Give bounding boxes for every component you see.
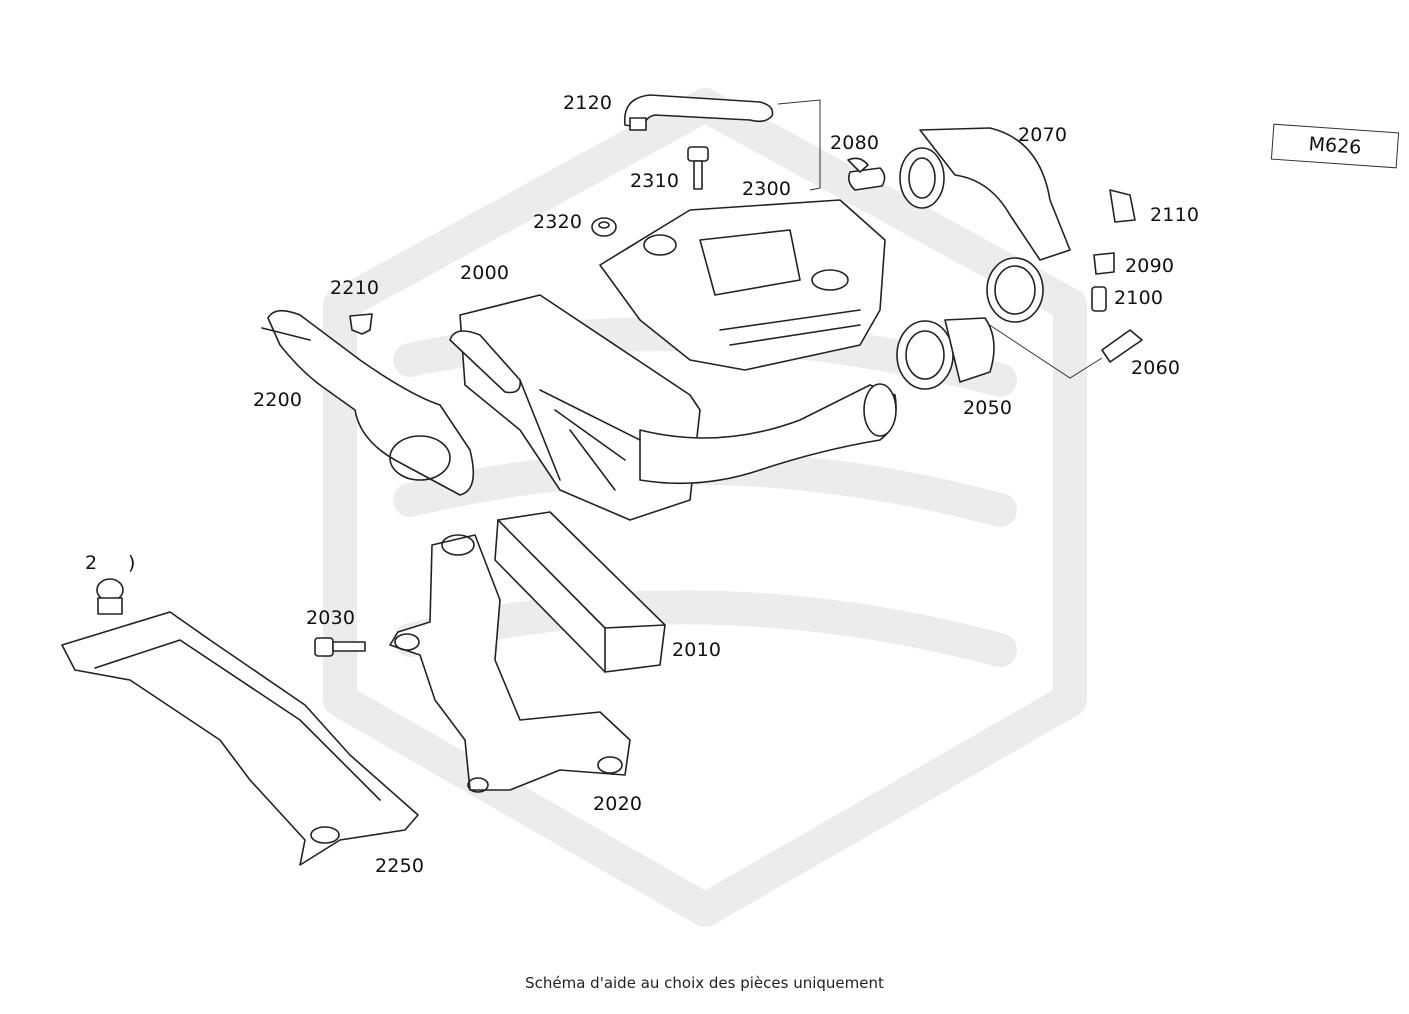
part-2100-plug[interactable]	[1091, 286, 1107, 312]
callout-2110[interactable]: 2110	[1150, 204, 1200, 226]
callout-2090[interactable]: 2090	[1125, 255, 1175, 277]
part-2090-grommet[interactable]	[1093, 252, 1115, 275]
part-2210-clip[interactable]	[349, 313, 373, 335]
callout-2020[interactable]: 2020	[593, 793, 643, 815]
diagram-caption: Schéma d'aide au choix des pièces unique…	[525, 974, 884, 992]
callout-2260-suffix: )	[128, 552, 136, 574]
callout-2310[interactable]: 2310	[630, 170, 680, 192]
part-2070-hose[interactable]	[899, 127, 1071, 261]
callout-2210[interactable]: 2210	[330, 277, 380, 299]
part-2010-filter[interactable]	[494, 511, 666, 673]
part-2310-bolt[interactable]	[687, 146, 709, 190]
callout-2260[interactable]: 2	[85, 552, 98, 574]
part-2110-sensor[interactable]	[1109, 189, 1136, 223]
callout-2060[interactable]: 2060	[1131, 357, 1181, 379]
part-2250-bracket[interactable]	[61, 611, 419, 866]
callout-2000[interactable]: 2000	[460, 262, 510, 284]
part-2260-clip[interactable]	[96, 578, 124, 615]
part-2120-hose[interactable]	[623, 94, 774, 131]
callout-2080[interactable]: 2080	[830, 132, 880, 154]
callout-2320[interactable]: 2320	[533, 211, 583, 233]
callout-2120[interactable]: 2120	[563, 92, 613, 114]
callout-2070[interactable]: 2070	[1018, 124, 1068, 146]
callout-2200[interactable]: 2200	[253, 389, 303, 411]
part-2000-housing[interactable]	[449, 294, 897, 521]
callout-2010[interactable]: 2010	[672, 639, 722, 661]
callout-2030[interactable]: 2030	[306, 607, 356, 629]
callout-2250[interactable]: 2250	[375, 855, 425, 877]
part-2200-duct[interactable]	[261, 309, 475, 496]
part-2080-nozzle[interactable]	[847, 157, 886, 191]
part-2020-bracket[interactable]	[389, 534, 631, 793]
part-2060-clamp[interactable]	[986, 257, 1143, 363]
part-2320-nut[interactable]	[591, 217, 617, 237]
callout-2300[interactable]: 2300	[742, 178, 792, 200]
callout-2050[interactable]: 2050	[963, 397, 1013, 419]
part-2050-clamp[interactable]	[896, 317, 995, 390]
callout-2100[interactable]: 2100	[1114, 287, 1164, 309]
part-2030-bolt[interactable]	[314, 637, 366, 657]
part-2300-cover[interactable]	[599, 199, 886, 371]
